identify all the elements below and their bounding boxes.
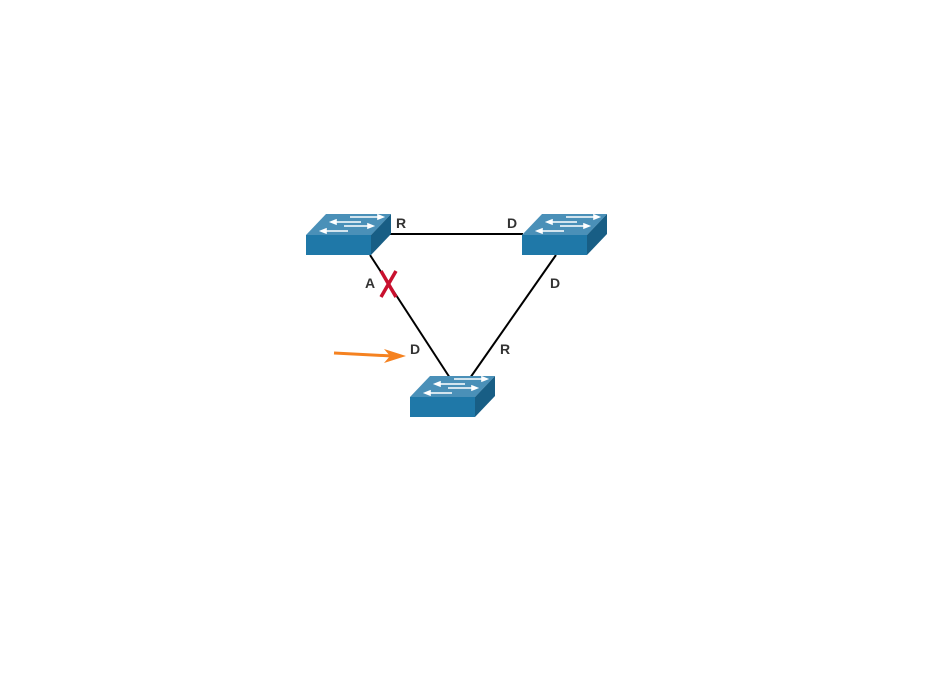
port-label: D: [507, 215, 517, 231]
link-top-right-bottom: [469, 254, 557, 379]
port-label: A: [365, 275, 375, 291]
switch-icon-bottom: [409, 375, 496, 418]
port-label: D: [550, 275, 560, 291]
port-label: R: [500, 341, 510, 357]
port-label: R: [396, 215, 406, 231]
pointer-arrow-icon: [333, 349, 406, 363]
blocked-port-x-icon: [379, 270, 398, 298]
switch-icon-top-right: [521, 213, 608, 256]
port-label: D: [410, 341, 420, 357]
switch-icon-top-left: [305, 213, 392, 256]
